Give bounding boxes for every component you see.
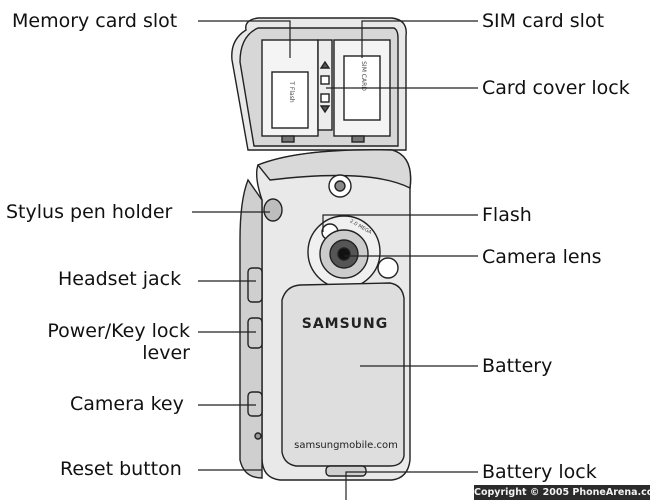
leader-memory-card-slot [198, 20, 291, 58]
label-memory-card-slot: Memory card slot [12, 10, 178, 32]
label-flash: Flash [482, 204, 532, 226]
label-stylus-pen-holder: Stylus pen holder [6, 201, 173, 223]
leader-flash [322, 214, 478, 232]
label-sim-card-slot: SIM card slot [482, 10, 605, 32]
memory-card [271, 71, 309, 129]
label-power-key-lock-line2: lever [142, 342, 190, 364]
label-battery: Battery [482, 355, 553, 377]
sim-card-text: SIM CARD [360, 61, 367, 91]
headset-jack [247, 267, 263, 303]
memory-card-text: T Flash [288, 80, 295, 102]
label-reset-button: Reset button [60, 458, 182, 480]
reset-button [254, 432, 262, 440]
label-card-cover-lock: Card cover lock [482, 77, 630, 99]
camera-key [247, 391, 263, 417]
battery-cover [281, 282, 405, 467]
label-camera-key: Camera key [70, 393, 184, 415]
stylus-pen-holder [263, 198, 283, 222]
phone-brand: SAMSUNG [302, 316, 389, 332]
phone-website: samsungmobile.com [294, 440, 398, 451]
label-battery-lock: Battery lock [482, 461, 597, 483]
copyright-badge: Copyright © 2005 PhoneArena.com [474, 485, 650, 500]
leader-sim-card-slot [361, 20, 478, 58]
label-power-key-lock: Power/Key lock lever [20, 320, 190, 364]
label-power-key-lock-line1: Power/Key lock [47, 320, 190, 342]
leader-battery-lock [345, 471, 478, 500]
power-key-lock-lever [247, 317, 263, 349]
card-cover-lock [317, 39, 333, 131]
label-headset-jack: Headset jack [58, 268, 182, 290]
label-camera-lens: Camera lens [482, 246, 602, 268]
